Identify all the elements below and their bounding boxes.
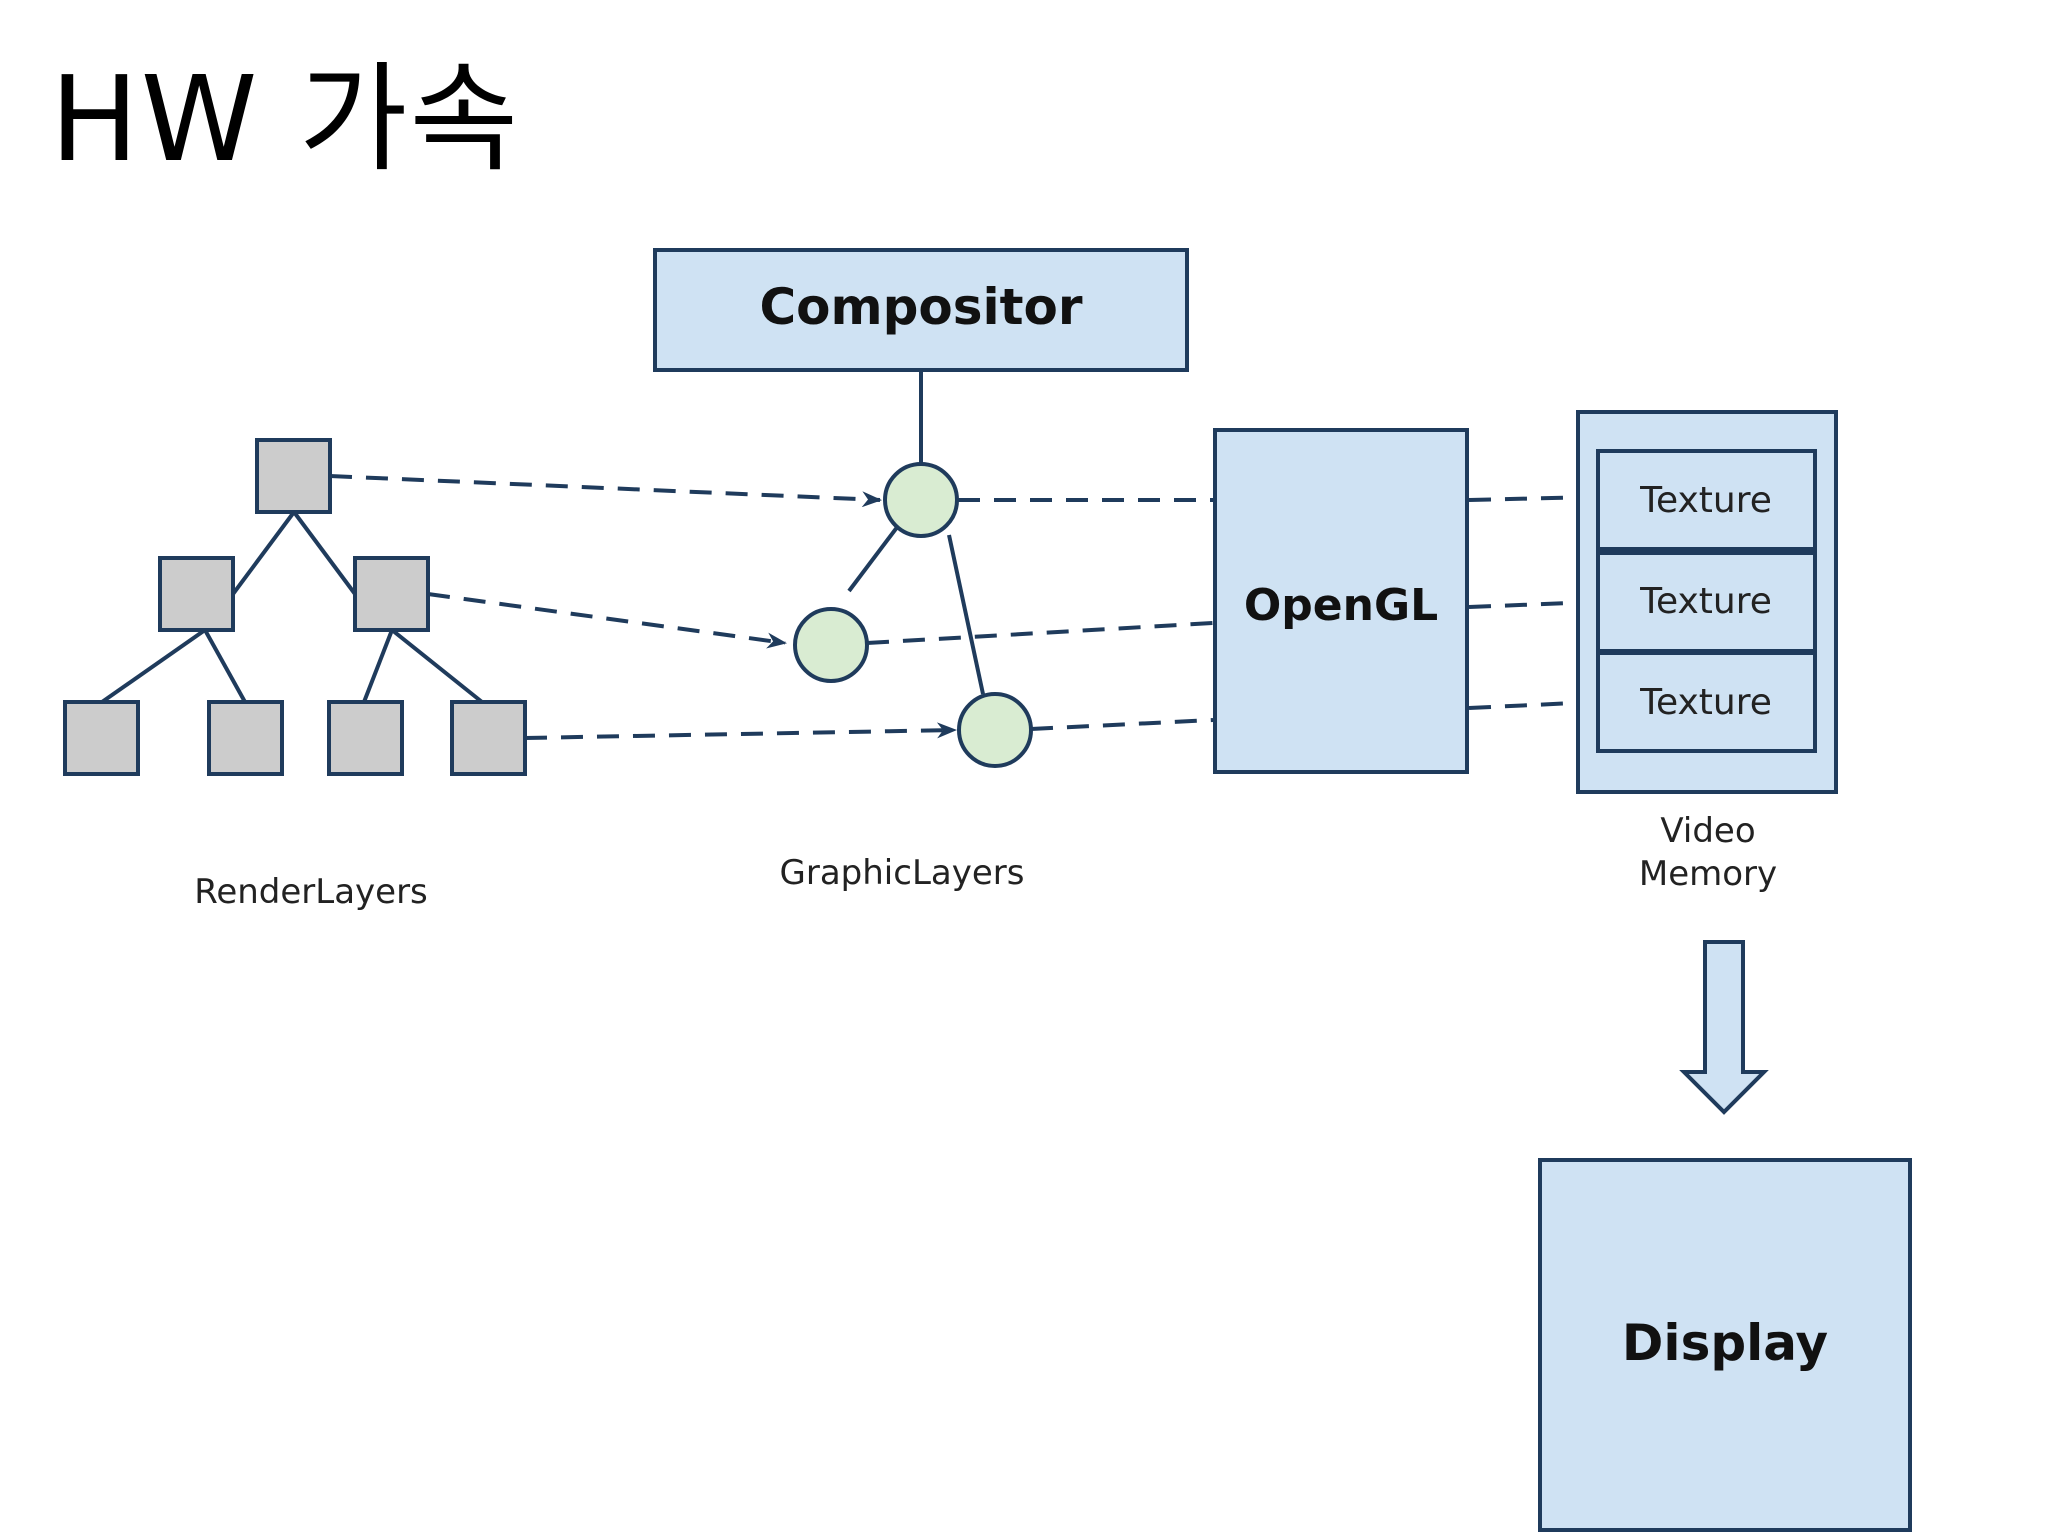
render-layers-tree (63, 438, 527, 776)
render-layers-tree-edges (100, 510, 484, 704)
graphic-layer-node (957, 692, 1033, 768)
render-layer-node (207, 700, 284, 776)
render-layer-node (353, 556, 430, 632)
graphic-layers-tree-edges (847, 524, 985, 695)
opengl-label: OpenGL (1244, 580, 1438, 631)
render-layer-node (63, 700, 140, 776)
render-layer-node (255, 438, 332, 514)
render-layer-node (327, 700, 404, 776)
down-arrow-icon (1679, 940, 1769, 1115)
display-box: Display (1538, 1158, 1912, 1532)
compositor-label: Compositor (759, 278, 1082, 336)
video-memory-label-line1: Video (1660, 811, 1755, 851)
graphic-layers-label: GraphicLayers (780, 853, 1025, 893)
texture-box: Texture (1596, 449, 1817, 551)
texture-box: Texture (1596, 551, 1817, 653)
render-layers-label: RenderLayers (194, 872, 428, 912)
slide-title: HW 가속 (50, 50, 521, 188)
compositor-box: Compositor (653, 248, 1189, 372)
opengl-to-texture-arrows (1468, 489, 1597, 711)
texture-label: Texture (1639, 480, 1772, 521)
texture-label: Texture (1639, 581, 1772, 622)
graphic-layers-tree (793, 462, 1033, 768)
graphic-layer-node (883, 462, 959, 538)
display-label: Display (1622, 1314, 1828, 1372)
render-layer-node (450, 700, 527, 776)
render-layer-node (158, 556, 235, 632)
texture-box: Texture (1596, 651, 1817, 753)
texture-label: Texture (1639, 682, 1772, 723)
video-memory-label-line2: Memory (1639, 854, 1777, 894)
render-to-graphic-arrows (329, 474, 957, 740)
graphic-to-opengl-lines (866, 498, 1214, 731)
opengl-box: OpenGL (1213, 428, 1469, 774)
graphic-layer-node (793, 607, 869, 683)
